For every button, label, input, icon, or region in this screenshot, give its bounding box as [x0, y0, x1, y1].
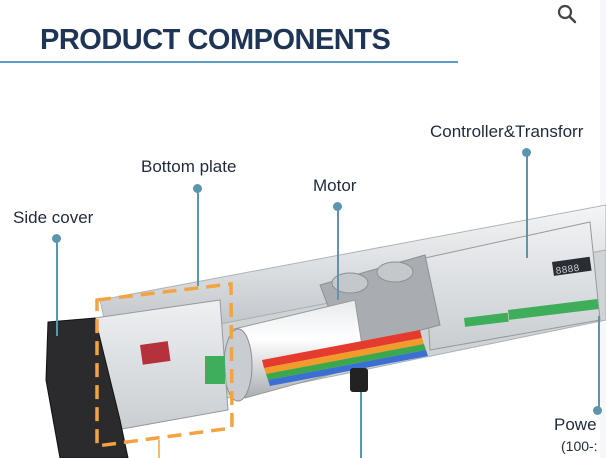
bottom-plate-highlight: [95, 282, 234, 448]
callout-dot: [193, 184, 202, 193]
side-cover: [45, 317, 129, 458]
callout-line: [197, 190, 199, 286]
callout-label-motor: Motor: [313, 176, 357, 195]
callout-label-controller-transformer: Controller&Transforr: [430, 122, 584, 141]
page-title: PRODUCT COMPONENTS: [40, 24, 391, 56]
callout-line: [360, 392, 362, 458]
callout-line: [56, 240, 58, 336]
callout-dot: [593, 406, 602, 415]
callout-line: [598, 316, 600, 408]
callout-line: [337, 208, 339, 300]
search-icon[interactable]: [556, 3, 578, 25]
callout-label-bottom-plate: Bottom plate: [141, 157, 237, 176]
callout-label-side-cover: Side cover: [13, 208, 94, 227]
callout-dot: [522, 148, 531, 157]
callout-dot: [52, 234, 61, 243]
callout-dot: [333, 202, 342, 211]
callout-label-power-range: (100-:: [561, 438, 598, 454]
title-underline: [0, 61, 458, 63]
callout-label-power: Powe: [554, 415, 597, 434]
callout-line: [526, 154, 528, 258]
controller-display: 8888: [555, 264, 580, 278]
